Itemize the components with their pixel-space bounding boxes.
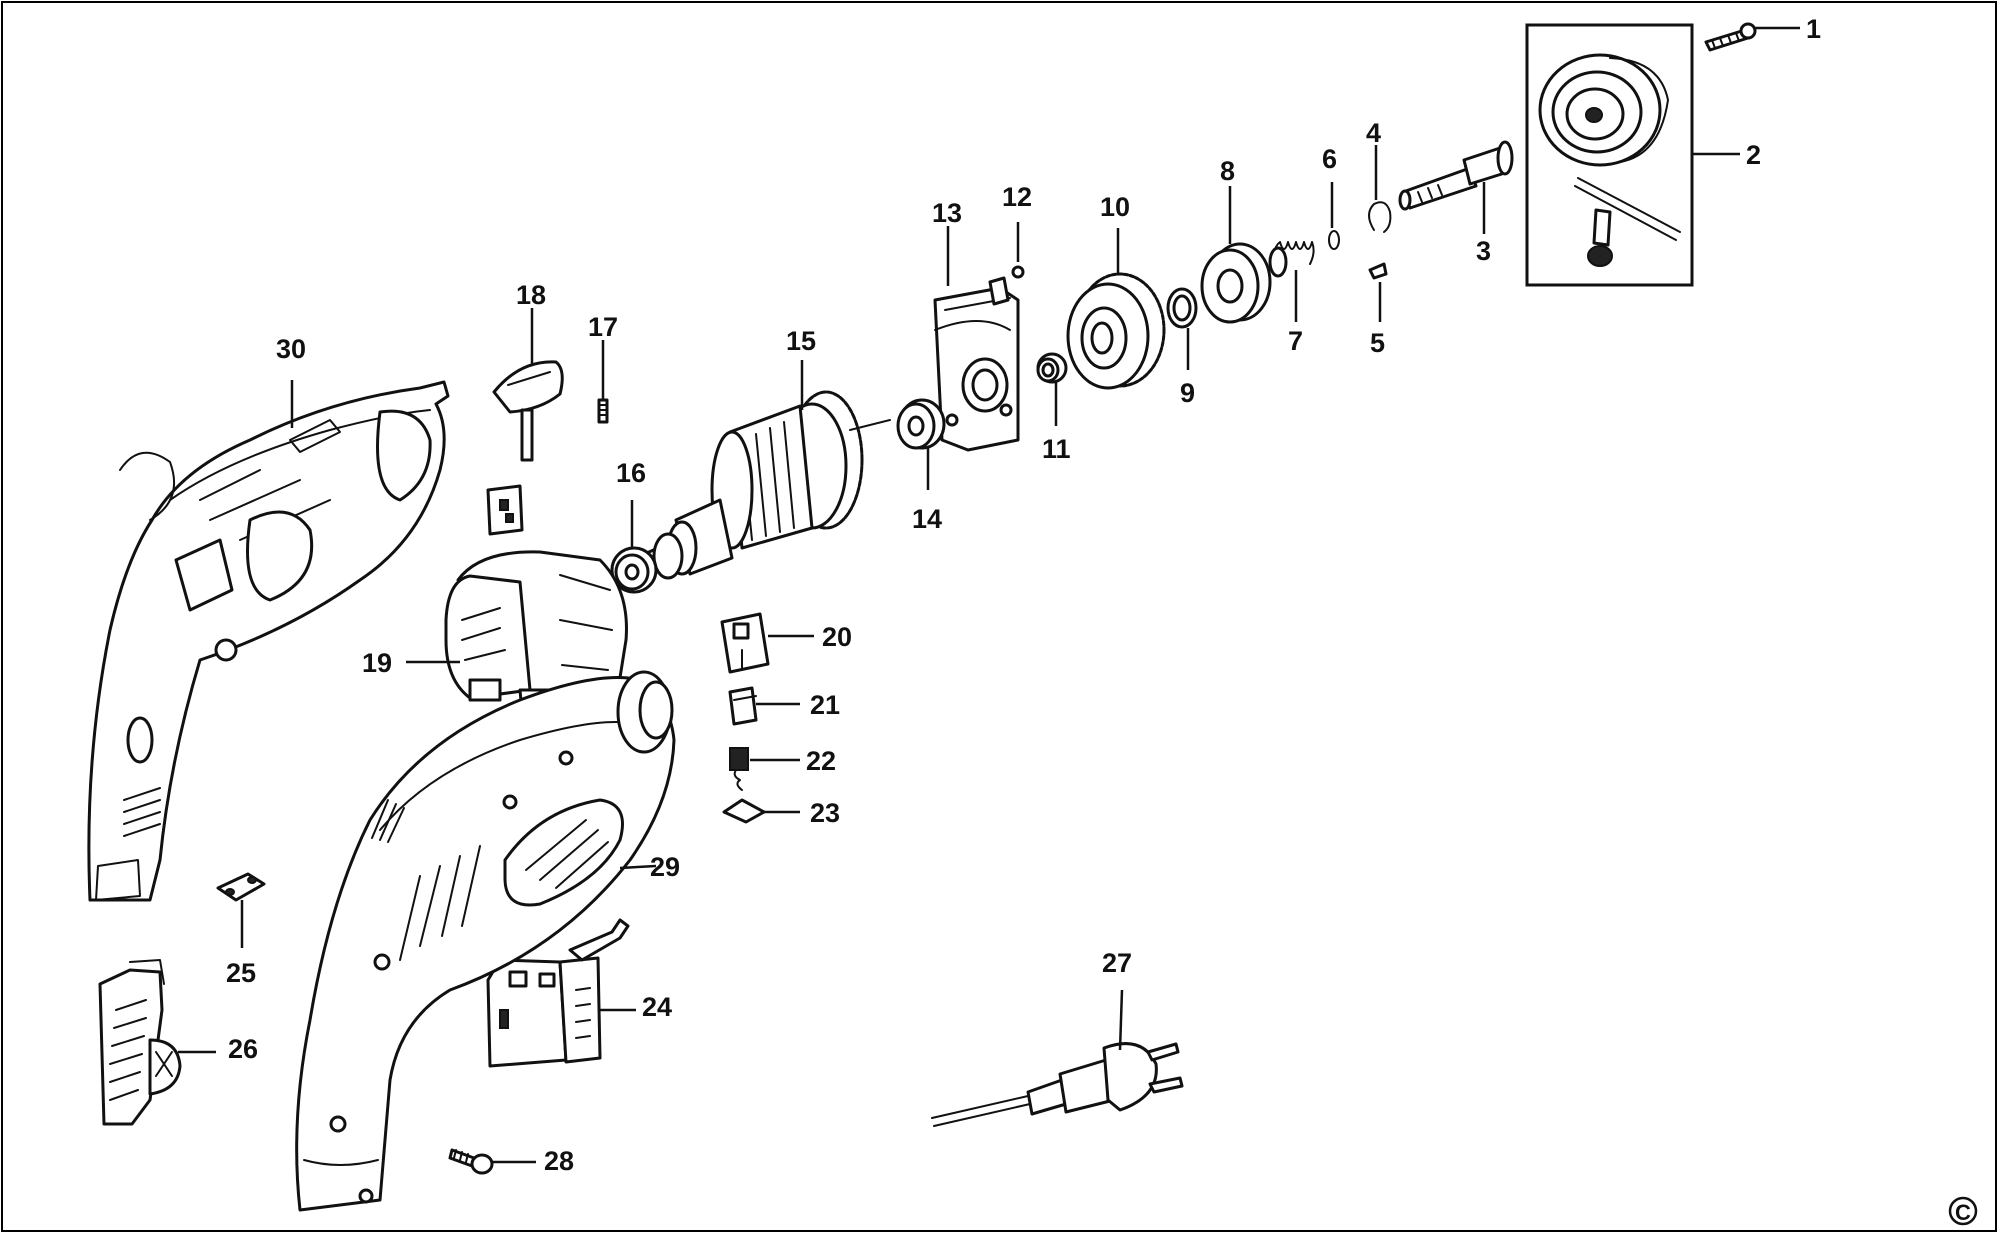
part-12-ball xyxy=(1011,265,1025,279)
part-24-switch xyxy=(486,918,630,1068)
part-17-screw xyxy=(597,398,609,424)
callout-6: 6 xyxy=(1322,144,1337,174)
part-1-screw xyxy=(1704,22,1757,52)
callout-21: 21 xyxy=(810,690,840,720)
part-13-gear-plate xyxy=(933,276,1020,452)
copyright-mark: C xyxy=(1948,1196,1978,1226)
callout-11: 11 xyxy=(1042,434,1071,464)
callout-27: 27 xyxy=(1102,948,1132,978)
callout-28: 28 xyxy=(544,1146,574,1176)
callout-14: 14 xyxy=(912,504,942,534)
callout-7: 7 xyxy=(1288,326,1303,356)
callout-5: 5 xyxy=(1370,328,1385,358)
part-19-field xyxy=(444,550,628,714)
part-7-spring xyxy=(1268,241,1315,278)
part-16-bearing xyxy=(610,546,658,594)
leader-lines xyxy=(178,26,1800,1164)
part-14-bearing xyxy=(896,398,946,450)
part-6-ring xyxy=(1328,230,1340,250)
callout-22: 22 xyxy=(806,746,836,776)
callout-24: 24 xyxy=(642,992,672,1022)
callout-19: 19 xyxy=(362,648,392,678)
callout-1: 1 xyxy=(1806,14,1821,44)
callout-26: 26 xyxy=(228,1034,258,1064)
callout-labels: 1 2 3 4 5 6 7 8 9 10 11 12 13 14 15 16 1… xyxy=(226,14,1821,1176)
part-28-screw xyxy=(448,1148,494,1175)
part-9-washer xyxy=(1166,287,1198,329)
part-23-plate xyxy=(722,798,766,824)
callout-4: 4 xyxy=(1366,118,1381,148)
callout-30: 30 xyxy=(276,334,306,364)
callout-25: 25 xyxy=(226,958,256,988)
part-8-bearing xyxy=(1200,242,1272,324)
part-10-gear xyxy=(1066,272,1166,390)
part-20-brush-holder xyxy=(720,612,770,674)
part-5-key xyxy=(1368,262,1388,280)
callout-12: 12 xyxy=(1002,182,1032,212)
callout-2: 2 xyxy=(1746,140,1761,170)
callout-29: 29 xyxy=(650,852,680,882)
part-15-armature xyxy=(638,390,891,580)
callout-16: 16 xyxy=(616,458,646,488)
part-18-selector-knob xyxy=(486,360,564,536)
callout-13: 13 xyxy=(932,198,962,228)
part-22-carbon-brush xyxy=(729,747,749,791)
part-26-cord-guard xyxy=(98,959,182,1126)
part-27-mains-plug xyxy=(931,1042,1184,1127)
callout-20: 20 xyxy=(822,622,852,652)
copyright-symbol: C xyxy=(1955,1200,1971,1225)
part-4-circlip xyxy=(1368,201,1392,233)
part-30-housing-left xyxy=(87,380,450,902)
callout-10: 10 xyxy=(1100,192,1130,222)
callout-17: 17 xyxy=(588,312,618,342)
part-21-brush-box xyxy=(728,686,758,726)
callout-9: 9 xyxy=(1180,378,1195,408)
callout-8: 8 xyxy=(1220,156,1235,186)
part-2-chuck-assembly xyxy=(1525,23,1694,287)
part-11-bush xyxy=(1036,352,1068,384)
callout-3: 3 xyxy=(1476,236,1491,266)
part-25-cord-clamp xyxy=(216,872,266,902)
callout-23: 23 xyxy=(810,798,840,828)
callout-18: 18 xyxy=(516,280,546,310)
part-29-housing-right xyxy=(295,670,676,1212)
callout-15: 15 xyxy=(786,326,816,356)
part-3-spindle xyxy=(1398,140,1514,211)
